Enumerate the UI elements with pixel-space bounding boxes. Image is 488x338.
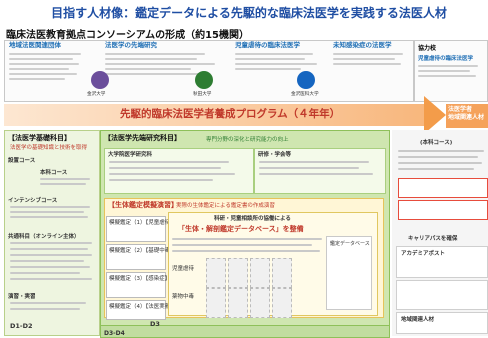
academia-label: アカデミアポスト [401,251,446,257]
akita-univ-logo-icon [195,71,213,89]
db-label-drug: 薬物中毒 [172,294,195,300]
db-side-title: 鑑定データベース [330,241,370,247]
db-thumbnail-2 [228,258,248,288]
db-thumbnail-1 [206,258,226,288]
destination-text: 法医学者 地域関連人材 [448,106,484,122]
consortium-col-1: 地域法医関連団体 [9,41,93,101]
destination-line-2: 地域関連人材 [448,114,485,121]
database-head-1: 科研・児童相談所の協働による [214,216,291,222]
consortium-col-3: 児童虐待の臨床法医学 秋田大学 [193,41,323,101]
basic-course-heading: 【法医学基礎科目】 [8,134,71,142]
advanced-course-footer [100,326,390,338]
term-d3: D3 [150,320,160,328]
term-d3-d4: D3-D4 [104,330,125,337]
destination-box [446,104,488,128]
basic-course-intro: 法医学の基礎知識と技術を取得 [10,145,88,151]
db-thumbnail-4 [272,258,292,288]
consortium-panel: 地域法医関連団体 法医学の先端研究 金沢大学 児童虐待の臨床法医学 秋田大学 未… [4,40,414,102]
consortium-col-4-heading: 未知感染症の法医学 [333,41,392,49]
grad-school-title: 大学院医学研究科 [108,152,153,158]
training-title: 研修・学会等 [258,152,292,158]
training-box: 研修・学会等 [254,148,386,194]
career-main-course: (本科コース) [420,140,453,146]
db-thumbnail-8 [272,288,292,318]
kanazawa-medical-univ-label: 金沢医科大学 [291,92,319,97]
main-course-name: 本科コース [40,170,68,176]
candidate-box-3: 模擬鑑定（3）【感染症】 [106,272,171,298]
career-red-box-1 [398,178,488,198]
kanazawa-univ-logo-icon [91,71,109,89]
db-label-child-abuse: 児童虐待 [172,266,195,272]
career-box-2 [396,280,488,310]
candidate-box-1: 模擬鑑定（1）【児童虐待】 [106,216,176,242]
candidate-box-2: 模擬鑑定（2）【基礎中毒】 [106,244,176,270]
consortium-subtitle: 臨床法医教育拠点コンソーシアムの形成（約15機関） [6,30,250,41]
seminar-note: 実際の生体鑑定による鑑定書の作成演習 [176,203,275,209]
basic-course-panel [4,130,100,336]
program-banner-text: 先駆的臨床法医学者養成プログラム（４年年） [120,108,341,120]
career-path-heading: キャリアパスを確保 [408,236,458,242]
cooperation-heading: 協力校 [418,45,437,52]
course-setting-title: 設置コース [8,158,36,164]
db-thumbnail-5 [206,288,226,318]
page-title: 目指す人材像：鑑定データによる先駆的な臨床法医学を実践する法医人材 [51,6,447,20]
career-red-box-2 [398,200,488,220]
cooperation-label: 児童虐待の臨床法医学 [418,56,474,62]
database-head-2: 「生体・解剖鑑定データベース」を整備 [178,225,304,233]
candidate-4-label: 模擬鑑定（4）【法医実務】 [109,304,176,310]
regional-box: 地域関連人材 [396,312,488,334]
common-lecture-heading: 共通科目（オンライン主体） [8,234,80,240]
seminar-heading: 【生体鑑定模擬演習】 [108,201,178,209]
consortium-col-2-heading: 法医学の先端研究 [105,41,157,49]
academia-box: アカデミアポスト [396,246,488,278]
kanazawa-medical-univ-logo-icon [297,71,315,89]
consortium-col-1-heading: 地域法医関連団体 [9,41,61,49]
program-arrow-icon [424,96,446,134]
advanced-course-heading: 【法医学先端研究科目】 [104,134,181,142]
consortium-col-4: 未知感染症の法医学 金沢医科大学 [291,41,413,101]
advanced-course-note: 専門分野の深化と研究能力の向上 [206,137,289,143]
akita-univ-label: 秋田大学 [193,92,212,97]
term-d1-d2: D1-D2 [10,322,33,330]
kanazawa-univ-label: 金沢大学 [87,92,106,97]
consortium-col-3-heading: 児童虐待の臨床法医学 [235,41,300,49]
db-thumbnail-7 [250,288,270,318]
destination-line-1: 法医学者 [448,106,473,113]
candidate-2-label: 模擬鑑定（2）【基礎中毒】 [109,248,176,254]
program-banner [4,104,424,126]
db-thumbnail-3 [250,258,270,288]
db-side-note [326,236,372,310]
consortium-col-2: 法医学の先端研究 金沢大学 [87,41,225,101]
regional-label: 地域関連人材 [401,317,435,323]
candidate-1-label: 模擬鑑定（1）【児童虐待】 [109,220,176,226]
grad-school-box: 大学院医学研究科 [104,148,254,194]
intensive-course-name: インテンシブコース [8,198,58,204]
db-thumbnail-6 [228,288,248,318]
practice-heading: 演習・実習 [8,294,36,300]
candidate-3-label: 模擬鑑定（3）【感染症】 [109,276,171,282]
cooperation-panel: 協力校 児童虐待の臨床法医学 [414,40,488,102]
candidate-box-4: 模擬鑑定（4）【法医実務】 [106,300,176,320]
